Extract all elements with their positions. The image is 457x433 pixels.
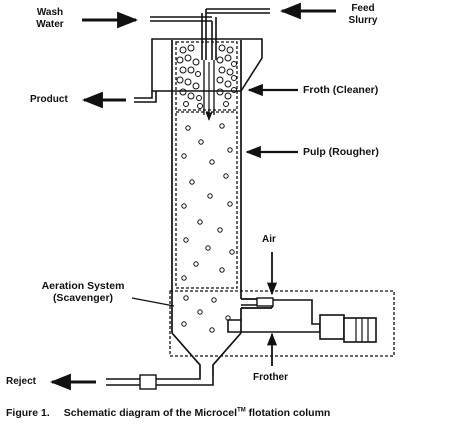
pulp-label: Pulp (Rougher)	[303, 146, 379, 158]
pump-motor-fins	[355, 318, 369, 342]
column-cone	[171, 332, 242, 376]
frother-label: Frother	[253, 372, 288, 383]
froth-label: Froth (Cleaner)	[303, 84, 379, 96]
product-label: Product	[30, 94, 68, 105]
pump-motor	[343, 317, 377, 343]
caption-trademark: TM	[237, 407, 246, 414]
pulp-zone-box	[175, 111, 238, 289]
column-body	[171, 40, 273, 333]
aeration-leader-line	[131, 297, 175, 307]
pump-housing	[319, 314, 345, 340]
wash-water-label: Wash Water	[36, 7, 64, 30]
sparger-unit	[256, 297, 274, 307]
pulp-bubbles	[181, 123, 235, 281]
caption-number: Figure 1.	[6, 407, 50, 419]
reject-pipe	[106, 376, 214, 386]
reject-valve	[139, 374, 157, 390]
product-outlet-pipe	[134, 91, 157, 103]
reject-label: Reject	[6, 376, 37, 387]
aeration-bubbles	[181, 295, 231, 333]
figure-caption: Figure 1. Schematic diagram of the Microc…	[6, 407, 454, 420]
air-label: Air	[262, 234, 276, 245]
caption-text-end: flotation column	[245, 407, 331, 419]
feed-slurry-label: Feed Slurry	[348, 3, 378, 26]
feed-slurry-pipe	[201, 8, 270, 60]
product-launder	[151, 38, 263, 92]
froth-bubbles	[176, 44, 237, 109]
caption-text: Schematic diagram of the Microcel	[63, 407, 238, 419]
aeration-system-label: Aeration System (Scavenger)	[41, 280, 125, 304]
froth-zone-box	[175, 41, 238, 111]
downcomer	[203, 60, 215, 115]
